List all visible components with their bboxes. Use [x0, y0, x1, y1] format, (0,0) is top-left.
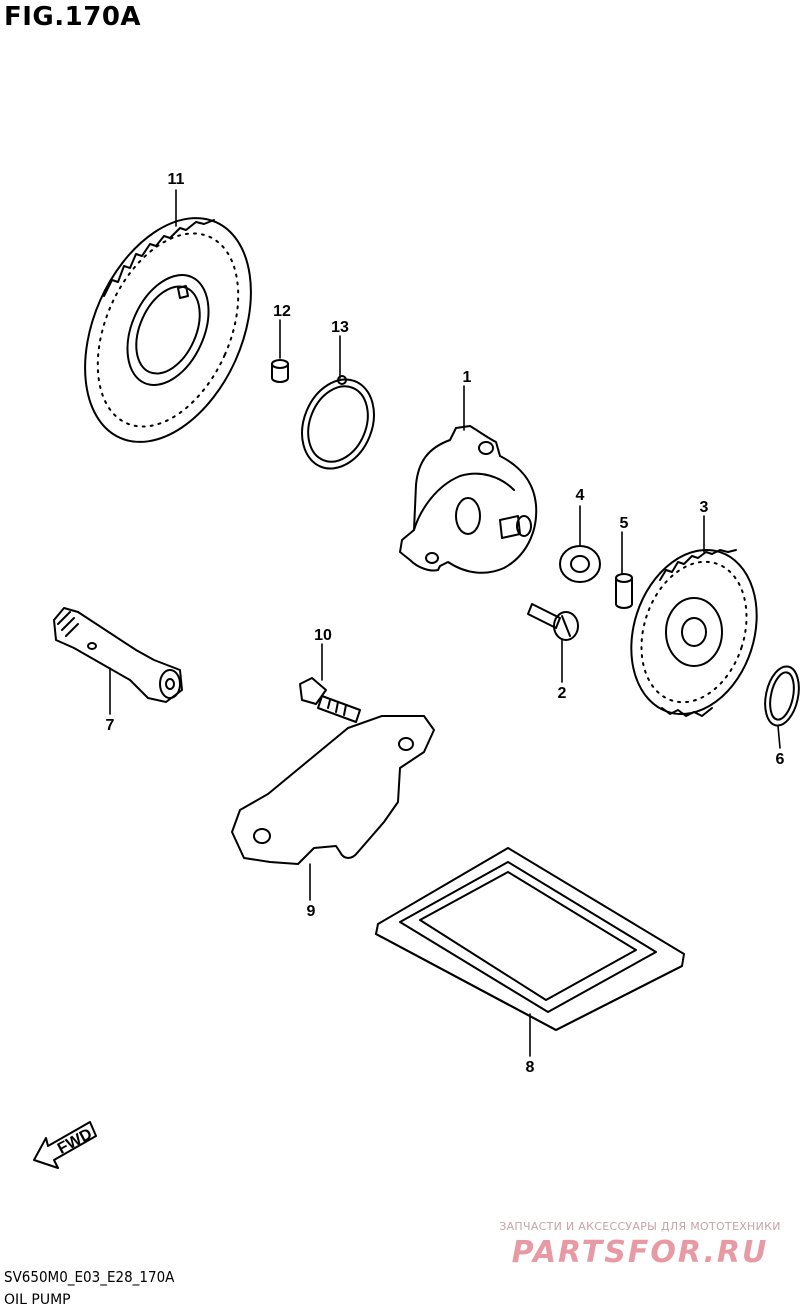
part-2-screw[interactable]: [527, 603, 579, 641]
watermark-logo: PARTSFOR.RU: [511, 1235, 769, 1270]
part-8-strainer[interactable]: [375, 847, 685, 1031]
watermark-tagline: ЗАПЧАСТИ И АКСЕССУАРЫ ДЛЯ МОТОТЕХНИКИ: [499, 1220, 781, 1233]
callout-12[interactable]: 12: [273, 303, 291, 320]
part-9-plate[interactable]: [231, 715, 435, 865]
callout-9[interactable]: 9: [307, 903, 316, 920]
part-3-drive-gear[interactable]: [611, 534, 777, 731]
callout-5[interactable]: 5: [620, 515, 629, 532]
part-12-dowel-pin[interactable]: [271, 359, 289, 383]
watermark: ЗАПЧАСТИ И АКСЕССУАРЫ ДЛЯ МОТОТЕХНИКИ PA…: [490, 1220, 790, 1270]
leader-lines: [109, 189, 781, 1057]
part-13-circlip[interactable]: [289, 369, 387, 480]
figure-code: SV650M0_E03_E28_170A: [4, 1268, 175, 1286]
figure-caption: OIL PUMP: [4, 1292, 71, 1308]
callout-4[interactable]: 4: [576, 487, 585, 504]
part-11-driven-gear[interactable]: [52, 192, 283, 468]
part-5-pin[interactable]: [615, 573, 633, 609]
callout-11[interactable]: 11: [168, 171, 185, 188]
callout-6[interactable]: 6: [776, 751, 785, 768]
fwd-arrow-icon: [33, 1121, 97, 1169]
callout-10[interactable]: 10: [314, 627, 332, 644]
part-4-washer[interactable]: [559, 545, 601, 583]
part-6-snap-ring[interactable]: [760, 663, 800, 728]
callout-13[interactable]: 13: [331, 319, 349, 336]
callout-2[interactable]: 2: [558, 685, 567, 702]
callout-1[interactable]: 1: [463, 369, 472, 386]
callout-8[interactable]: 8: [526, 1059, 535, 1076]
callout-3[interactable]: 3: [700, 499, 709, 516]
part-10-bolt[interactable]: [299, 677, 361, 723]
figure-title: FIG.170A: [4, 2, 142, 32]
part-1-oil-pump-body[interactable]: [399, 425, 538, 574]
callout-7[interactable]: 7: [106, 717, 115, 734]
part-7-fitting[interactable]: [53, 607, 183, 703]
